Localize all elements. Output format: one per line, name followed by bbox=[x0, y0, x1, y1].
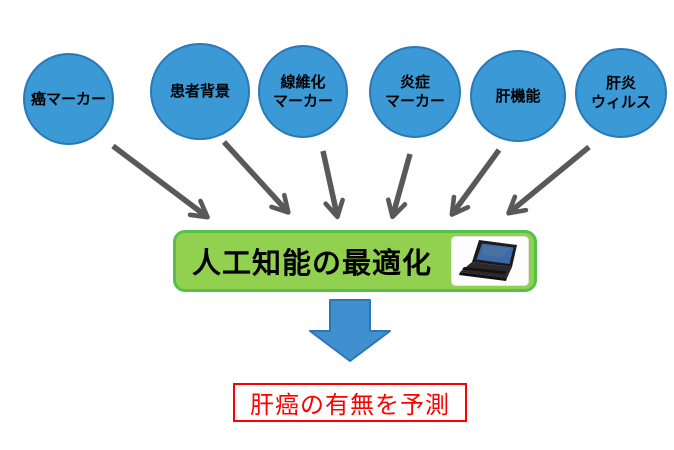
input-circle-label: 線維化 マーカー bbox=[272, 73, 333, 110]
process-box-label: 人工知能の最適化 bbox=[192, 248, 433, 280]
laptop-icon bbox=[451, 236, 529, 286]
converge-arrow-1 bbox=[111, 143, 210, 220]
input-circle-label: 肝炎 ウィルス bbox=[590, 75, 651, 111]
process-box: 人工知能の最適化 bbox=[173, 230, 537, 292]
converge-arrow-2 bbox=[221, 140, 291, 215]
input-circle-patient-background: 患者背景 bbox=[150, 43, 250, 140]
input-circle-fibrosis-marker: 線維化 マーカー bbox=[258, 45, 348, 138]
down-arrow bbox=[309, 299, 391, 362]
converge-arrow-4 bbox=[385, 153, 413, 220]
input-circle-label: 肝機能 bbox=[495, 87, 541, 105]
input-circle-cancer-marker: 癌マーカー bbox=[23, 53, 114, 145]
input-circle-label: 癌マーカー bbox=[30, 90, 106, 108]
input-circle-label: 患者背景 bbox=[169, 83, 230, 100]
converge-arrow-5 bbox=[449, 148, 502, 217]
input-circle-inflammation-marker: 炎症 マーカー bbox=[369, 46, 461, 138]
input-circle-hepatitis-virus: 肝炎 ウィルス bbox=[575, 48, 667, 138]
result-box-label: 肝癌の有無を予測 bbox=[250, 392, 450, 419]
result-box: 肝癌の有無を予測 bbox=[233, 383, 467, 422]
converge-arrow-6 bbox=[506, 144, 591, 216]
converge-arrow-3 bbox=[320, 150, 345, 220]
input-circle-label: 炎症 マーカー bbox=[384, 74, 445, 110]
input-circle-liver-function: 肝機能 bbox=[470, 50, 566, 142]
